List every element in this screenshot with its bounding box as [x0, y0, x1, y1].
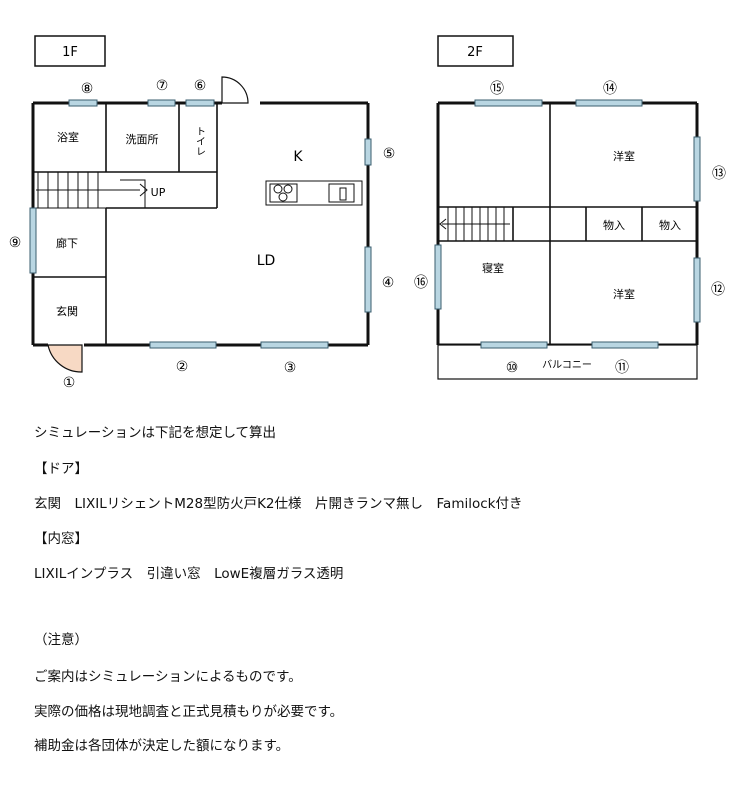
marker-4: ④ [382, 275, 395, 291]
marker-8: ⑧ [81, 81, 94, 97]
markers-2f: ⑩ ⑪ ⑫ ⑬ ⑭ ⑮ ⑯ [414, 81, 726, 376]
floor-plan: 1F [9, 35, 726, 391]
window-10-icon[interactable] [480, 341, 548, 349]
room-entrance: 玄関 [56, 304, 78, 318]
marker-5: ⑤ [383, 146, 396, 162]
floor-1f: 1F [9, 35, 396, 391]
window-15-icon[interactable] [474, 99, 543, 107]
door-heading: 【ドア】 [34, 461, 88, 477]
kitchen-counter [265, 180, 363, 206]
floor-1f-label: 1F [62, 45, 78, 60]
window-4-icon[interactable] [364, 246, 372, 313]
window-3-icon[interactable] [260, 341, 329, 349]
marker-12: ⑫ [711, 282, 725, 298]
markers-1f: ① ② ③ ④ ⑤ ⑥ ⑦ ⑧ ⑨ [9, 78, 396, 391]
caution-line-1: ご案内はシミュレーションによるものです。 [34, 669, 302, 685]
floor-2f: 2F [414, 35, 726, 380]
caution-line-2: 実際の価格は現地調査と正式見積もりが必要です。 [34, 704, 344, 720]
room-bedroom: 寝室 [482, 261, 504, 275]
window-11-icon[interactable] [591, 341, 659, 349]
marker-11: ⑪ [615, 360, 629, 376]
room-storage-a: 物入 [603, 218, 625, 232]
window-14-icon[interactable] [575, 99, 643, 107]
marker-14: ⑭ [603, 81, 617, 97]
marker-10: ⑩ [506, 360, 519, 376]
marker-16: ⑯ [414, 275, 428, 291]
window-7-icon[interactable] [147, 99, 176, 107]
window-spec: LIXILインプラス 引違い窓 LowE複層ガラス透明 [34, 566, 344, 582]
window-2-icon[interactable] [149, 341, 217, 349]
window-9-icon[interactable] [29, 207, 37, 274]
windows-1f [29, 99, 372, 349]
door-spec: 玄関 LIXILリシェントM28型防火戸K2仕様 片開きランマ無し Familo… [34, 496, 523, 512]
caution-heading: （注意） [34, 632, 88, 648]
room-hallway: 廊下 [56, 236, 78, 250]
room-western-top: 洋室 [613, 149, 635, 163]
marker-7: ⑦ [156, 78, 169, 94]
room-washroom: 洗面所 [126, 133, 159, 146]
windows-2f [434, 99, 701, 349]
stairs-2f [439, 207, 510, 241]
marker-3: ③ [284, 360, 297, 376]
floor-2f-label: 2F [467, 45, 483, 60]
marker-15: ⑮ [490, 81, 504, 97]
inner-walls-2f [438, 103, 697, 345]
caution-line-3: 補助金は各団体が決定した額になります。 [34, 738, 290, 754]
window-5-icon[interactable] [364, 138, 372, 166]
room-kitchen: K [293, 149, 303, 165]
inner-walls-1f [33, 103, 218, 345]
room-western-bottom: 洋室 [613, 287, 635, 301]
floor-1f-label-box [34, 35, 106, 67]
room-storage-b: 物入 [659, 218, 681, 232]
window-8-icon[interactable] [68, 99, 98, 107]
marker-2: ② [176, 359, 189, 375]
room-bath: 浴室 [57, 130, 79, 144]
balcony-outline [437, 344, 698, 380]
floor-2f-label-box [437, 35, 514, 67]
window-6-icon[interactable] [185, 99, 215, 107]
marker-13: ⑬ [712, 166, 726, 182]
window-16-icon[interactable] [434, 244, 442, 310]
room-labels-2f: 洋室 物入 物入 寝室 洋室 バルコニー [482, 149, 681, 371]
window-heading: 【内窓】 [34, 531, 88, 547]
window-12-icon[interactable] [693, 257, 701, 323]
room-balcony: バルコニー [542, 359, 592, 371]
entrance-door-icon[interactable] [47, 344, 83, 373]
room-living-dining: LD [257, 253, 276, 269]
marker-9: ⑨ [9, 235, 22, 251]
room-labels-1f: 浴室 洗面所 トイレ K UP 廊下 LD 玄関 [56, 126, 303, 318]
stairs-up-label: UP [151, 186, 166, 199]
stairs-1f [33, 172, 148, 209]
marker-6: ⑥ [194, 78, 207, 94]
door-kitchen-icon [221, 76, 249, 104]
marker-1: ① [63, 375, 76, 391]
notes-intro: シミュレーションは下記を想定して算出 [34, 425, 277, 441]
window-13-icon[interactable] [693, 136, 701, 202]
room-toilet: トイレ [194, 126, 206, 156]
